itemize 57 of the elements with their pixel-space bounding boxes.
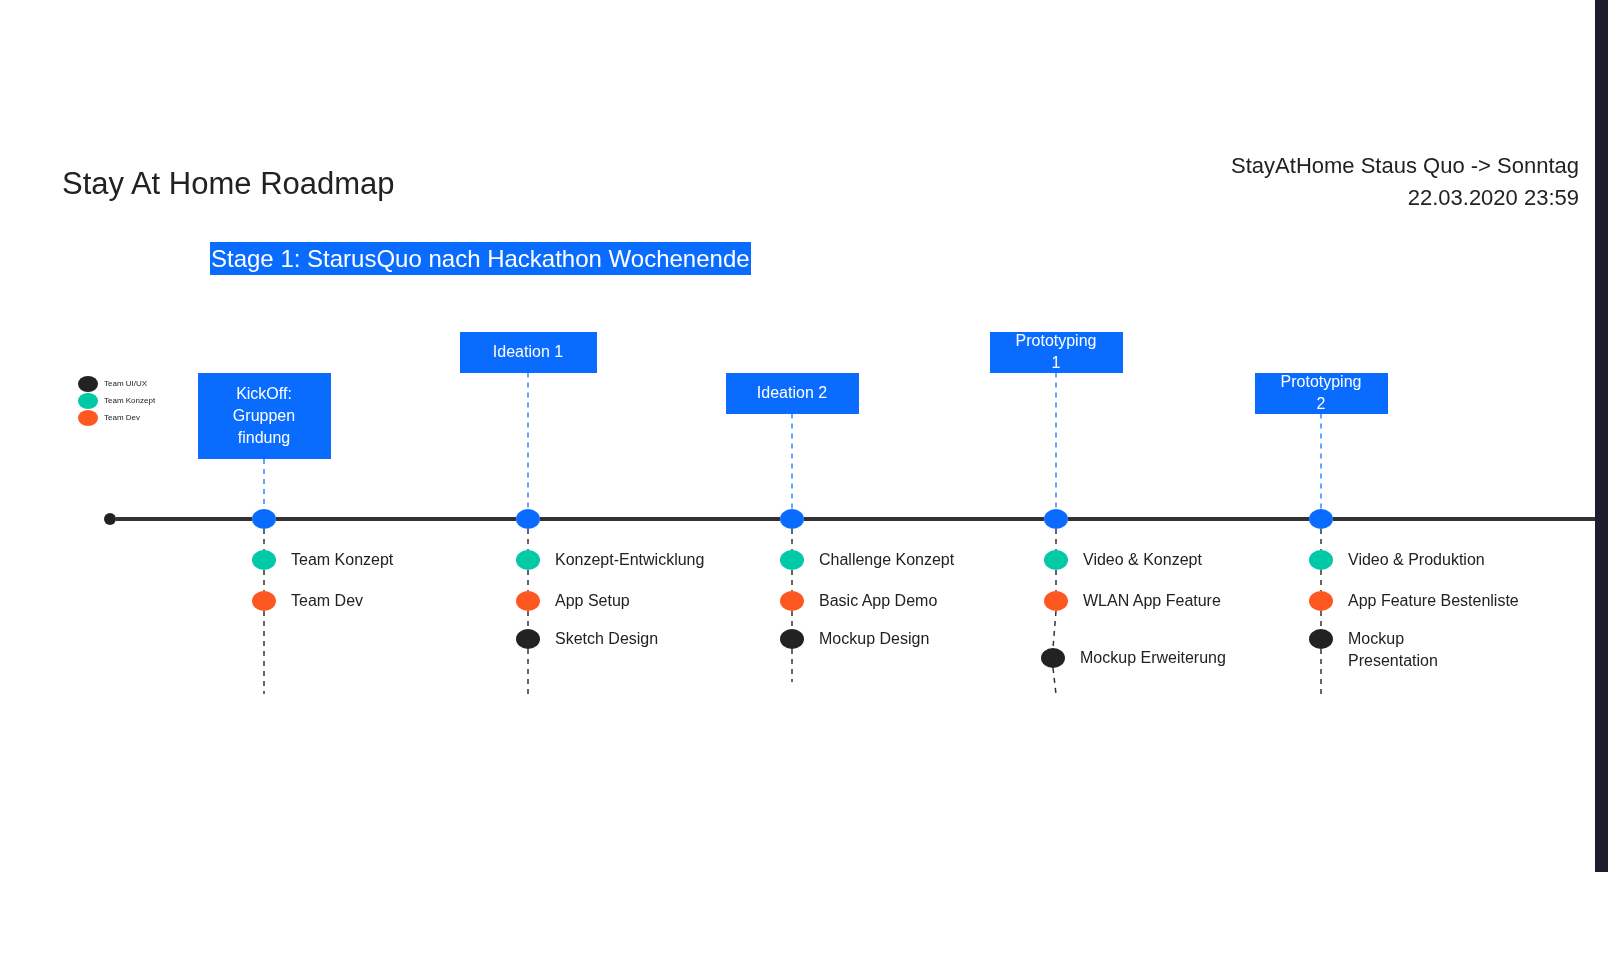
- stage-box: Prototyping 2: [1254, 372, 1388, 414]
- task-label: Challenge Konzept: [819, 550, 956, 570]
- stage-box: Ideation 1: [459, 331, 597, 373]
- timeline-line: [1068, 517, 1309, 521]
- connector-line: [263, 569, 265, 592]
- connector-line: [1055, 371, 1057, 510]
- connector-line: [791, 569, 793, 592]
- task-label: Team Konzept: [291, 550, 395, 570]
- connector-line: [1320, 648, 1322, 695]
- stage-box: Ideation 2: [725, 372, 859, 414]
- task-label: Basic App Demo: [819, 591, 939, 611]
- legend-label: Team Dev: [104, 413, 140, 422]
- task-label: Sketch Design: [555, 629, 660, 649]
- connector-line: [1320, 569, 1322, 592]
- stage-box: KickOff: Gruppen findung: [197, 373, 331, 459]
- title: Stay At Home Roadmap: [62, 166, 395, 202]
- stage-heading: Stage 1: StarusQuo nach Hackathon Wochenende: [210, 242, 751, 275]
- timeline-start-dot: [104, 513, 116, 525]
- connector-line: [527, 371, 529, 510]
- task-label: Mockup Design: [819, 629, 931, 649]
- connector-line: [1055, 569, 1057, 592]
- note-text: StayAtHome Staus Quo -> Sonntag 22.03.2020 23:59: [1230, 152, 1579, 212]
- milestone-dot: [1044, 509, 1068, 529]
- task-label: App Feature Bestenliste: [1348, 591, 1520, 611]
- connector-line: [1052, 610, 1057, 649]
- connector-line: [1320, 528, 1322, 551]
- connector-line: [263, 528, 265, 551]
- connector-line: [527, 648, 529, 695]
- milestone-dot: [252, 509, 276, 529]
- connector-line: [791, 412, 793, 510]
- task-label: Mockup Presentation: [1348, 629, 1439, 671]
- milestone-dot: [516, 509, 540, 529]
- legend-label: Team UI/UX: [104, 379, 148, 388]
- task-label: Team Dev: [291, 591, 365, 611]
- task-label: Konzept-Entwicklung: [555, 550, 706, 570]
- task-label: Video & Produktion: [1348, 550, 1486, 570]
- timeline-line: [276, 517, 516, 521]
- task-label: Mockup Erweiterung: [1080, 648, 1227, 668]
- task-label: WLAN App Feature: [1083, 591, 1222, 611]
- connector-line: [527, 569, 529, 592]
- milestone-dot: [1309, 509, 1333, 529]
- task-label: Video & Konzept: [1083, 550, 1203, 570]
- task-label: App Setup: [555, 591, 631, 611]
- legend-label: Team Konzept: [104, 396, 156, 405]
- connector-line: [1055, 528, 1057, 551]
- connector-line: [791, 528, 793, 551]
- timeline-line: [804, 517, 1044, 521]
- connector-line: [263, 610, 265, 695]
- timeline-line: [540, 517, 780, 521]
- connector-line: [1320, 412, 1322, 510]
- connector-line: [1052, 667, 1057, 695]
- timeline-line: [116, 517, 252, 521]
- milestone-dot: [780, 509, 804, 529]
- connector-line: [527, 528, 529, 551]
- connector-line: [791, 648, 793, 683]
- timeline-line: [1333, 517, 1595, 521]
- stage-box: Prototyping 1: [989, 331, 1123, 373]
